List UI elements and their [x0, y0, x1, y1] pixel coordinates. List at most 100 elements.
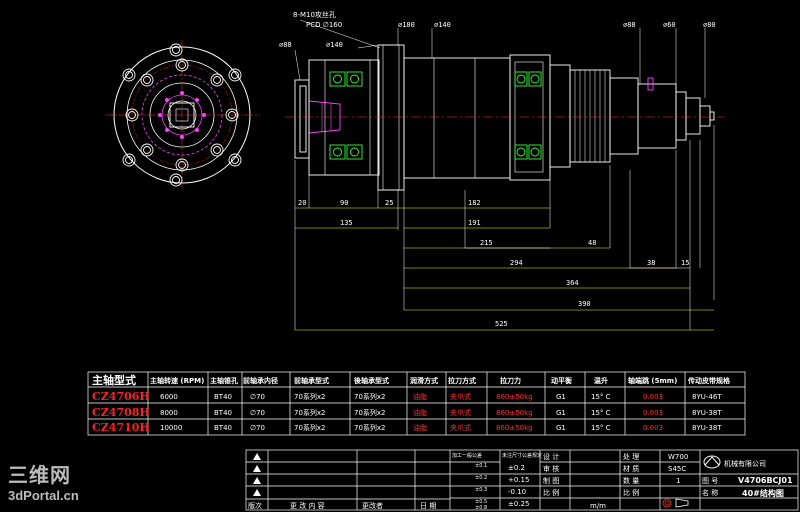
- dim-135: 135: [340, 219, 353, 227]
- tolerance-line-5: ±0.8: [475, 505, 487, 511]
- spec-header-model: 主轴型式: [92, 373, 136, 387]
- dim-15: 15: [681, 259, 689, 267]
- spec-header-balance: 动平衡: [551, 376, 572, 385]
- spec-cell: 8YU-46T: [692, 393, 722, 401]
- spec-cell: G1: [556, 424, 566, 432]
- rev-header-date: 日 期: [420, 502, 436, 510]
- spec-cell: 夹爪式: [450, 392, 471, 401]
- spec-cell: 油脂: [413, 423, 427, 432]
- value-processing: W700: [668, 453, 688, 461]
- rev-header-version: 版次: [248, 501, 262, 510]
- spec-cell: G1: [556, 409, 566, 417]
- spec-cell: ∅70: [250, 424, 265, 432]
- spec-table-header: 主轴型式 主轴转速 (RPM) 主轴锥孔 前轴承内径 前轴承型式 後轴承型式 润…: [92, 373, 731, 387]
- dim-215: 215: [480, 239, 493, 247]
- dim-294: 294: [510, 259, 523, 267]
- general-tol-line-4: ±0.25: [508, 500, 529, 508]
- tolerance-line-3: ±0.3: [475, 487, 487, 493]
- role-review: 审 核: [543, 464, 559, 473]
- tolerance-line-2: ±0.2: [475, 475, 487, 481]
- unit-label: m/m: [590, 502, 606, 510]
- callout-flange-dia-180: ∅180: [398, 21, 415, 29]
- role-drafting: 制 图: [543, 476, 559, 485]
- spec-header-lubrication: 润滑方式: [410, 376, 438, 385]
- dim-182: 182: [468, 199, 481, 207]
- spec-cell: 10000: [160, 424, 182, 432]
- spec-cell: 0.003: [643, 424, 663, 432]
- spec-cell: 70系列x2: [294, 408, 326, 417]
- spec-cell: ∅70: [250, 393, 265, 401]
- spec-cell: 油脂: [413, 408, 427, 417]
- dim-525: 525: [495, 320, 508, 328]
- spec-cell: 860±50kg: [496, 393, 533, 401]
- label-quantity: 数 量: [623, 476, 639, 485]
- callout-body-dia-140: ∅140: [434, 21, 451, 29]
- spec-cell: 8YU-38T: [692, 409, 722, 417]
- spec-header-runout: 轴端跳 (5mm): [628, 376, 677, 385]
- projection-symbol-icon: [662, 498, 689, 508]
- spec-cell: 15° C: [591, 393, 611, 401]
- dim-48: 48: [588, 239, 596, 247]
- label-processing: 处 理: [623, 452, 639, 461]
- general-tol-line-3: -0.10: [508, 488, 526, 496]
- dimensions: [294, 19, 715, 331]
- spec-cell: 860±50kg: [496, 409, 533, 417]
- role-design: 设 计: [543, 452, 559, 461]
- tolerance-title: 加工一般公差: [452, 452, 482, 459]
- general-tol-title: 未注尺寸公差规定: [502, 452, 542, 459]
- callout-rear-dia-60: ∅60: [663, 21, 676, 29]
- label-material: 材 质: [623, 464, 639, 473]
- spec-header-drawbar-type: 拉刀方式: [448, 376, 476, 385]
- callout-pcd: PCD ∅160: [306, 21, 342, 29]
- watermark-en: 3dPortal.cn: [8, 488, 79, 503]
- spec-cell: 70系列x2: [354, 408, 386, 417]
- dim-38: 38: [647, 259, 655, 267]
- spec-cell: 70系列x2: [294, 392, 326, 401]
- callout-bolt-holes: 8-M10攻丝孔: [293, 10, 336, 19]
- rev-header-content: 更 改 内 容: [290, 501, 325, 510]
- dim-25: 25: [385, 199, 393, 207]
- spec-cell: 70系列x2: [294, 423, 326, 432]
- spec-header-belt: 传动皮带规格: [687, 376, 731, 385]
- spec-cell: 70系列x2: [354, 423, 386, 432]
- callout-rear-dia-80: ∅80: [703, 21, 716, 29]
- dim-390: 390: [578, 300, 591, 308]
- label-name: 名 称: [702, 488, 718, 497]
- spec-header-front-bore: 前轴承内径: [243, 376, 278, 385]
- spec-cell: 8000: [160, 409, 178, 417]
- company-name: 机械有限公司: [724, 459, 766, 468]
- dimension-labels: 20 90 25 182 135 191 215 48 294 38 15 36…: [279, 10, 716, 328]
- spec-cell: BT40: [214, 424, 232, 432]
- value-material: S45C: [668, 465, 686, 473]
- spec-cell: BT40: [214, 393, 232, 401]
- spec-cell: 夹爪式: [450, 408, 471, 417]
- spec-cell: 油脂: [413, 392, 427, 401]
- spec-cell: ∅70: [250, 409, 265, 417]
- spec-cell: 夹爪式: [450, 423, 471, 432]
- front-view-flange: [105, 40, 260, 190]
- spec-cell: 0.003: [643, 409, 663, 417]
- company-logo: [703, 455, 721, 469]
- title-block: 版次 更 改 内 容 更改者 日 期 加工一般公差 ±0.1 ±0.2 ±0.3…: [245, 449, 799, 511]
- dim-364: 364: [566, 279, 579, 287]
- label-scale: 比 例: [623, 488, 639, 497]
- spec-header-rear-bearing: 後轴承型式: [353, 376, 389, 385]
- spec-header-taper: 主轴锥孔: [210, 376, 238, 385]
- tolerance-line-1: ±0.1: [475, 463, 487, 469]
- value-name: 40#结构图: [742, 488, 784, 498]
- callout-rear-dia-88: ∅88: [623, 21, 636, 29]
- revision-markers: [253, 453, 261, 496]
- callout-front-dia-88: ∅88: [279, 41, 292, 49]
- spec-header-front-bearing: 前轴承型式: [294, 376, 329, 385]
- spec-header-temp-rise: 温升: [594, 376, 608, 385]
- spec-cell: 6000: [160, 393, 178, 401]
- general-tol-line-2: +0.15: [508, 476, 529, 484]
- spec-cell: 0.003: [643, 393, 663, 401]
- value-drawing-no: V4706BCJ01: [738, 476, 793, 485]
- callout-flange-dia-140: ∅140: [326, 41, 343, 49]
